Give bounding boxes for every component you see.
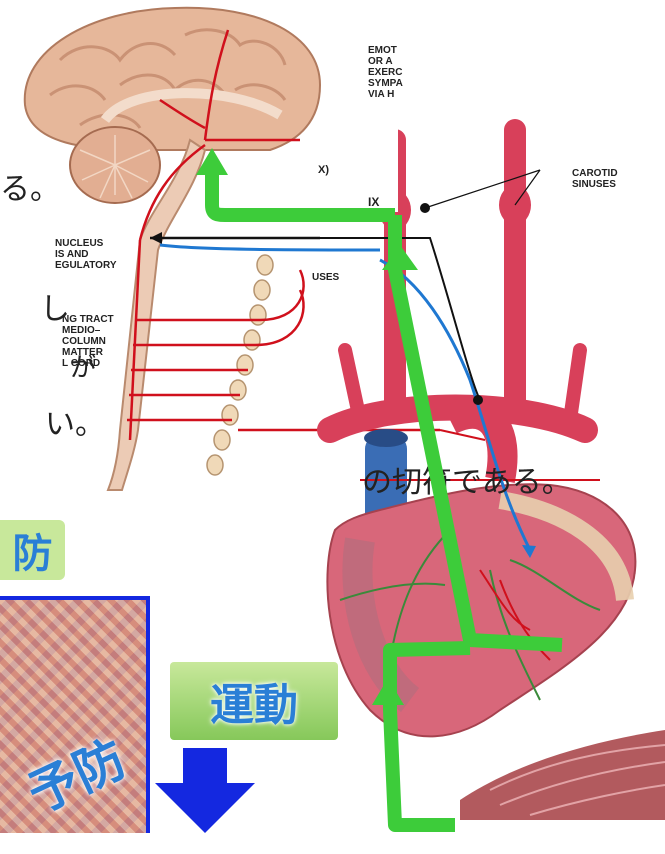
green-flow-arrows: [0, 0, 665, 833]
